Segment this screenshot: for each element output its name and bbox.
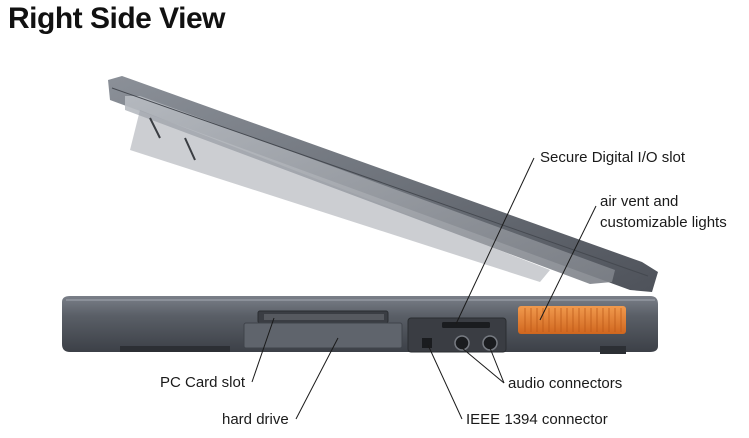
air-vent	[518, 306, 626, 334]
page-title: Right Side View	[8, 2, 226, 35]
pc-card-slot	[257, 310, 389, 324]
callout-audio-connectors: audio connectors	[508, 375, 623, 392]
leader-secure-digital	[455, 157, 535, 325]
laptop-lid	[108, 76, 658, 292]
callout-air-vent: air vent and customizable lights	[600, 191, 749, 233]
leader-pc-card	[251, 317, 275, 383]
callout-pc-card-slot: PC Card slot	[160, 374, 246, 391]
callout-secure-digital-slot: Secure Digital I/O slot	[540, 149, 686, 166]
leader-air-vent	[539, 205, 597, 321]
leader-audio-1	[461, 347, 505, 384]
callout-hard-drive: hard drive	[222, 411, 289, 428]
hard-drive-bay	[243, 322, 403, 349]
callout-ieee-1394-connector: IEEE 1394 connector	[466, 411, 608, 428]
leader-lines	[251, 157, 597, 420]
port-panel	[407, 317, 507, 353]
callout-air-vent-line-1: air vent and	[600, 193, 679, 210]
leader-ieee	[427, 344, 463, 420]
callout-air-vent-line-2: customizable lights	[600, 214, 727, 231]
leader-audio-2	[489, 347, 505, 384]
leader-hard-drive	[295, 337, 339, 420]
